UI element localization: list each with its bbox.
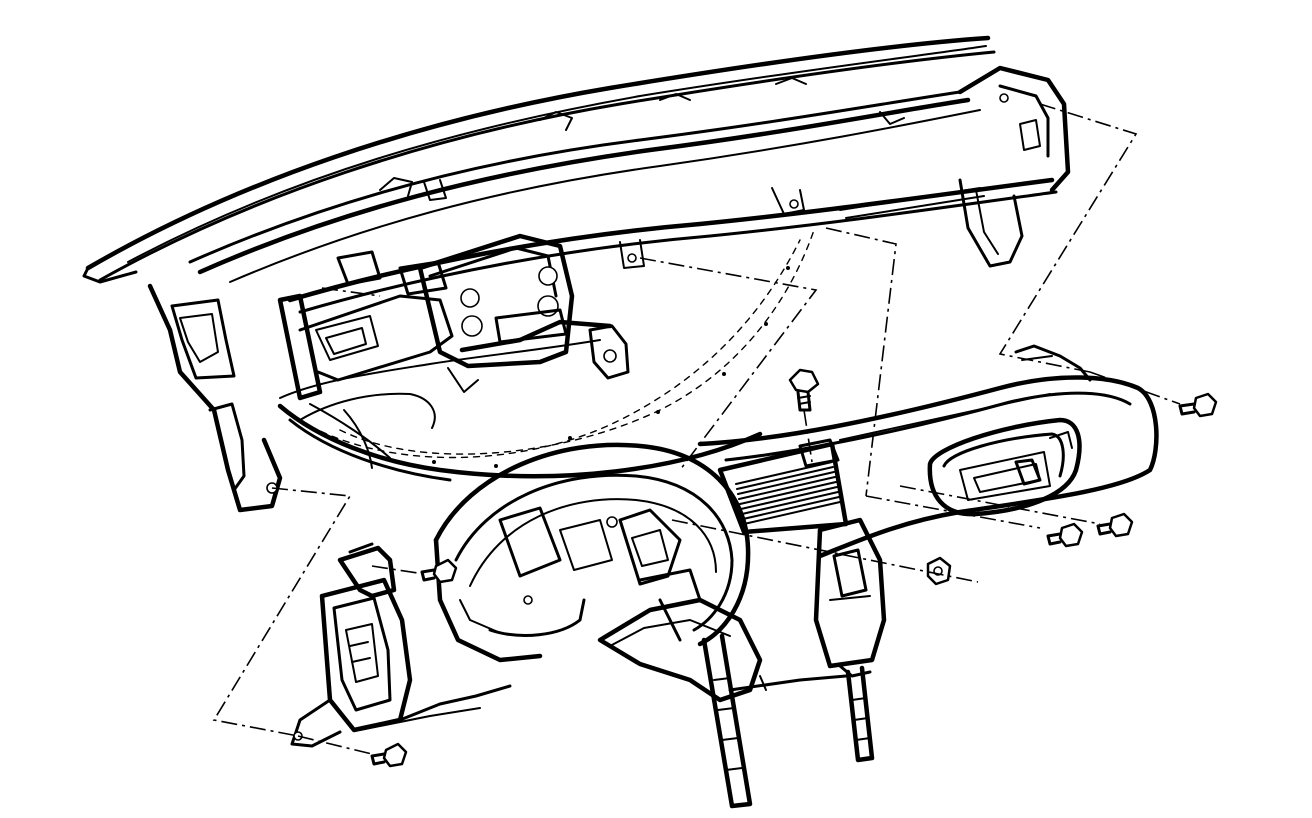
air-outlet-grille bbox=[735, 461, 841, 525]
bolt-left-bottom bbox=[370, 742, 408, 768]
bolt-top-center bbox=[788, 368, 820, 412]
bolt-right-upper bbox=[1178, 392, 1218, 418]
bolt-right-lower-b bbox=[1046, 522, 1084, 548]
instrument-panel-carrier bbox=[82, 35, 1071, 513]
nut-center-right bbox=[926, 556, 952, 586]
instrument-panel-lower-assembly bbox=[433, 344, 1159, 809]
assembly-leader-lines bbox=[212, 103, 1181, 757]
bolt-left-middle bbox=[420, 558, 458, 584]
bolt-right-lower-a bbox=[1096, 512, 1134, 538]
left-end-bracket bbox=[290, 542, 512, 748]
